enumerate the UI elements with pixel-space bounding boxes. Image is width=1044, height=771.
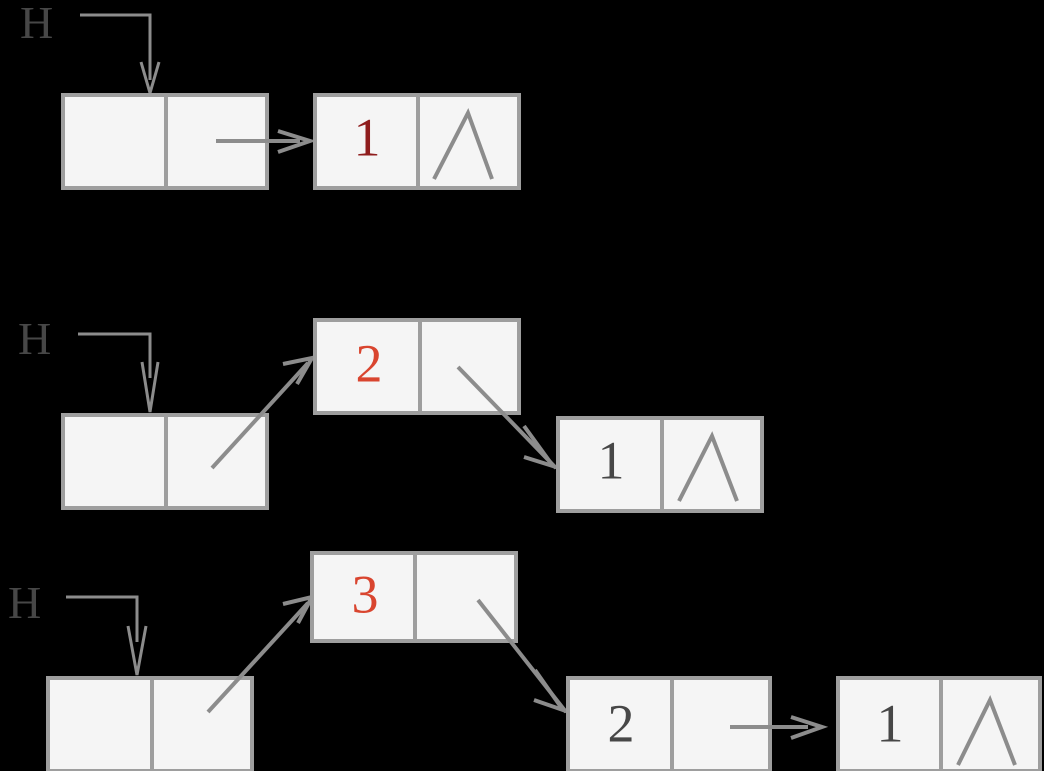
null-terminator-icon bbox=[432, 108, 494, 180]
row1-link-arrow-1 bbox=[216, 129, 317, 154]
head-label-row3: H bbox=[8, 577, 41, 628]
row2-node-2-value: 2 bbox=[356, 333, 383, 393]
row-step-3: H 3 bbox=[8, 551, 1042, 771]
head-pointer-arrow-row3 bbox=[66, 595, 148, 676]
row-step-1: H 1 bbox=[20, 0, 521, 190]
row3-link-arrow-1 bbox=[206, 594, 316, 714]
null-terminator-icon bbox=[956, 695, 1017, 766]
row-step-2: H 2 bbox=[18, 313, 764, 513]
head-label-row1: H bbox=[20, 0, 53, 48]
row2-link-arrow-2 bbox=[456, 365, 559, 470]
row3-node-2[interactable]: 2 bbox=[566, 676, 772, 771]
row3-node-3[interactable]: 3 bbox=[310, 551, 518, 643]
row2-head-pointer-box[interactable] bbox=[61, 413, 269, 510]
row2-node-1[interactable]: 1 bbox=[556, 416, 764, 513]
row3-node-3-value: 3 bbox=[352, 564, 379, 624]
row3-link-arrow-3 bbox=[730, 715, 829, 740]
row3-head-pointer-box[interactable] bbox=[46, 676, 254, 771]
row2-link-arrow-1 bbox=[210, 355, 316, 470]
null-terminator-icon bbox=[677, 431, 739, 502]
head-pointer-arrow-row2 bbox=[78, 332, 160, 413]
row1-node-1[interactable]: 1 bbox=[313, 93, 521, 190]
row2-node-1-value: 1 bbox=[598, 430, 625, 490]
row1-node-1-value: 1 bbox=[354, 107, 381, 167]
head-label-row2: H bbox=[18, 313, 51, 364]
row3-link-arrow-2 bbox=[476, 598, 569, 714]
row3-node-1[interactable]: 1 bbox=[836, 676, 1042, 771]
head-pointer-arrow-row1 bbox=[80, 13, 161, 99]
row3-node-1-value: 1 bbox=[877, 693, 904, 753]
row3-node-2-value: 2 bbox=[608, 693, 635, 753]
